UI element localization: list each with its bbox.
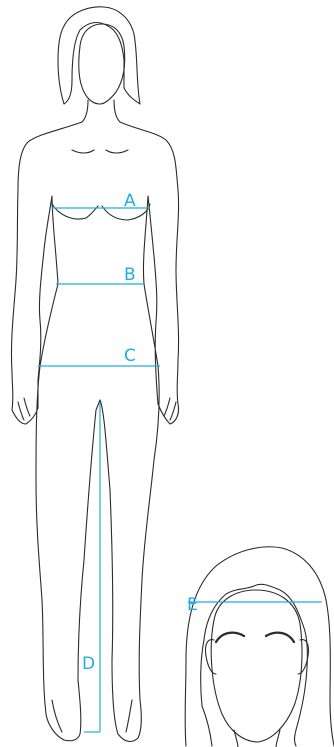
right-foot-lines	[126, 700, 132, 732]
left-foot-lines	[52, 700, 62, 732]
head-hair-outline	[185, 547, 334, 746]
head-fringe	[201, 584, 308, 746]
label-b: B	[124, 265, 136, 285]
left-hand-fingers	[18, 398, 30, 420]
label-d: D	[82, 654, 95, 674]
right-hand-fingers	[164, 398, 176, 420]
head-neck-lines	[234, 730, 280, 747]
measurement-d: D	[82, 402, 100, 732]
head-eyebrow-right	[266, 633, 294, 642]
head-detail-figure	[185, 547, 334, 747]
label-e: E	[187, 595, 198, 615]
head-face-outline	[211, 590, 302, 742]
measurement-c: C	[38, 346, 160, 366]
head-eyebrow-left	[216, 633, 244, 642]
measurement-a: A	[52, 191, 150, 211]
full-body-figure	[11, 7, 178, 742]
hair-outline	[58, 7, 140, 104]
body-outline	[11, 122, 178, 741]
label-a: A	[124, 191, 136, 211]
neck-outline	[82, 100, 120, 122]
label-c: C	[124, 346, 136, 366]
collarbone-lines	[72, 150, 128, 153]
measurement-e: E	[187, 595, 322, 615]
measurement-b: B	[56, 265, 144, 285]
